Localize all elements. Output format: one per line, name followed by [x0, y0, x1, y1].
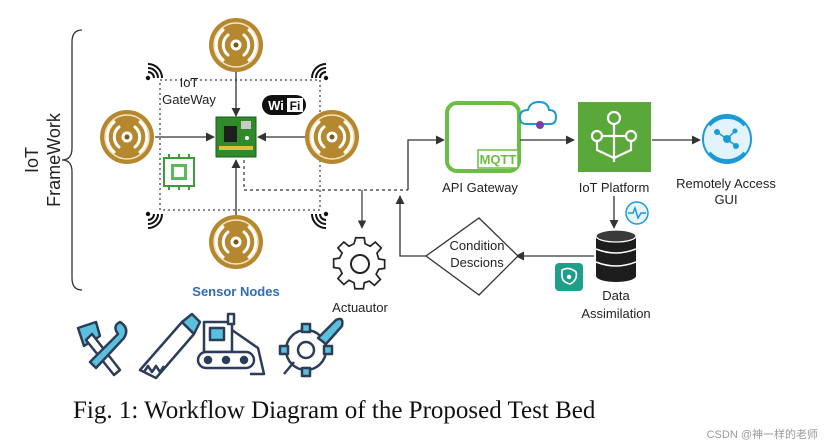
flow-condition-back [395, 195, 426, 257]
gear-wrench-icon [278, 317, 344, 378]
iot-platform-label: IoT Platform [579, 180, 650, 195]
sensor-nodes-label: Sensor Nodes [192, 284, 279, 299]
sensor-node-icon [207, 213, 265, 271]
data-assimilation-label-line1: Data [602, 288, 630, 303]
remote-access-label-line2: GUI [714, 192, 737, 207]
gateway-label-line1: IoT [180, 75, 199, 90]
remote-access-label-line1: Remotely Access [676, 176, 776, 191]
wifi-badge: Wi Fi [262, 95, 306, 115]
data-assimilation-label-line2: Assimilation [581, 306, 650, 321]
wifi-signal-icon [311, 63, 330, 82]
watermark: CSDN @神一样的老师 [707, 427, 818, 441]
api-gateway-icon: MQTT [445, 101, 521, 173]
database-icon [595, 229, 637, 282]
flow-board-to-gateway [243, 160, 408, 191]
svg-text:Fi: Fi [290, 99, 301, 113]
wifi-badge-label: Wi [268, 98, 284, 113]
mqtt-badge: MQTT [480, 152, 517, 167]
wifi-signal-icon [144, 63, 163, 82]
figure-caption: Fig. 1: Workflow Diagram of the Proposed… [73, 397, 596, 424]
flow-up-to-gateway [407, 135, 445, 190]
framework-brace [61, 29, 83, 291]
sensor-node-icon [303, 108, 361, 166]
remote-gui-icon [702, 114, 752, 164]
chip-icon [163, 154, 195, 190]
saw-icon [138, 312, 202, 380]
cloud-icon [518, 100, 558, 129]
microcontroller-board-icon [215, 116, 257, 158]
sensor-node-icon [98, 108, 156, 166]
framework-label-line1: IoT [22, 147, 42, 173]
hammer-wrench-icon [76, 320, 128, 377]
wifi-signal-icon [311, 210, 330, 229]
gear-icon [332, 236, 386, 290]
actuator-label: Actuautor [332, 300, 388, 315]
wifi-signal-icon [144, 210, 163, 229]
sensor-node-icon [207, 16, 265, 74]
ai-chip-icon [555, 263, 583, 291]
excavator-icon [196, 312, 266, 376]
gateway-label-line2: GateWay [162, 92, 216, 107]
framework-label-line2: FrameWork [44, 112, 64, 207]
condition-label-line2: Descions [450, 255, 504, 270]
iot-hub-icon [578, 102, 651, 172]
condition-label-line1: Condition [450, 238, 505, 253]
condition-diamond [424, 217, 519, 296]
monitor-icon [625, 201, 649, 225]
api-gateway-label: API Gateway [442, 180, 518, 195]
